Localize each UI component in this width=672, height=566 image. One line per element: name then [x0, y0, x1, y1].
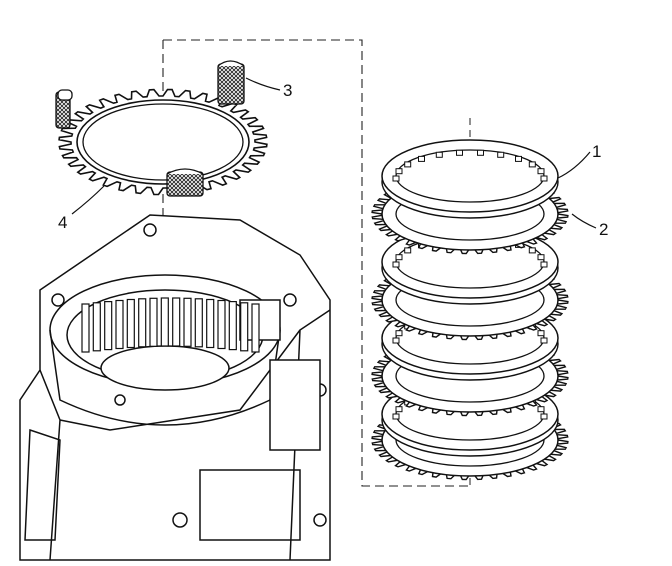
ring-inner-bore: [82, 103, 244, 181]
callout-label-2: 2: [599, 220, 608, 239]
spring-retainer-bottom: [166, 168, 204, 197]
mount-boss: [114, 394, 126, 406]
plate-lug: [418, 155, 425, 162]
steel-clutch-plate: [381, 139, 559, 219]
drum-spline: [217, 299, 226, 350]
drum-spline: [138, 298, 147, 348]
case-rib: [24, 428, 61, 541]
plate-lug: [456, 149, 463, 156]
transmission-case: [19, 214, 331, 561]
drum-spline: [115, 299, 124, 350]
drum-spline: [160, 297, 169, 347]
plate-lug: [497, 151, 505, 158]
mount-boss: [283, 293, 297, 307]
plate-lug: [392, 413, 400, 420]
case-rib: [199, 469, 301, 541]
alignment-guide-line: [163, 39, 470, 487]
leader-line-2: [571, 213, 597, 229]
plate-lug: [537, 168, 545, 175]
plate-lug: [540, 337, 548, 344]
leader-line-4: [71, 185, 105, 215]
plate-lug: [395, 330, 403, 337]
plate-lug: [477, 149, 484, 156]
spring-retainer-right: [217, 60, 245, 105]
plate-lug: [392, 337, 400, 344]
drum-spline: [104, 301, 113, 351]
drum-spline: [228, 301, 237, 351]
plate-lug: [404, 247, 412, 254]
drum-spline: [206, 298, 215, 349]
plate-lug: [537, 330, 545, 337]
mount-boss: [313, 513, 327, 527]
spring-retainer-left: [55, 89, 73, 129]
drum-spline: [172, 297, 181, 347]
plate-lug: [435, 151, 443, 158]
drum-spline: [126, 298, 135, 349]
drum-splines: [81, 297, 260, 353]
ring-inner-edge: [76, 99, 250, 185]
drum-spline: [251, 303, 260, 353]
drum-spline: [92, 302, 101, 352]
plate-lug: [392, 261, 400, 268]
leader-lines: [71, 77, 597, 229]
callout-label-3: 3: [283, 81, 292, 100]
callout-label-4: 4: [58, 213, 67, 232]
backing-plate-ring: [58, 88, 268, 196]
plate-lug: [540, 175, 548, 182]
plate-lug: [540, 261, 548, 268]
plate-lug: [540, 413, 548, 420]
drum-spline: [81, 303, 90, 353]
plate-lug: [515, 155, 522, 162]
plate-lug: [528, 247, 536, 254]
clutch-plate-stack: [371, 139, 569, 481]
drum-bore: [100, 345, 230, 391]
plate-lug: [395, 254, 403, 261]
plate-lug: [395, 168, 403, 175]
mount-boss: [172, 512, 188, 528]
drum-spline: [183, 297, 192, 347]
drum-spline: [194, 298, 203, 348]
plate-lug: [404, 161, 412, 168]
drum-spline: [149, 297, 158, 347]
mount-boss: [51, 293, 65, 307]
plate-lug: [528, 161, 536, 168]
plate-lug: [537, 254, 545, 261]
mount-boss: [143, 223, 157, 237]
plate-lug: [395, 406, 403, 413]
leader-line-1: [557, 151, 591, 179]
callout-label-1: 1: [592, 142, 601, 161]
leader-line-3: [245, 77, 281, 91]
valve-block-lower: [269, 359, 321, 451]
plate-lug: [392, 175, 400, 182]
plate-lug: [537, 406, 545, 413]
drum-wall: [49, 329, 281, 426]
drum-spline: [240, 302, 249, 352]
